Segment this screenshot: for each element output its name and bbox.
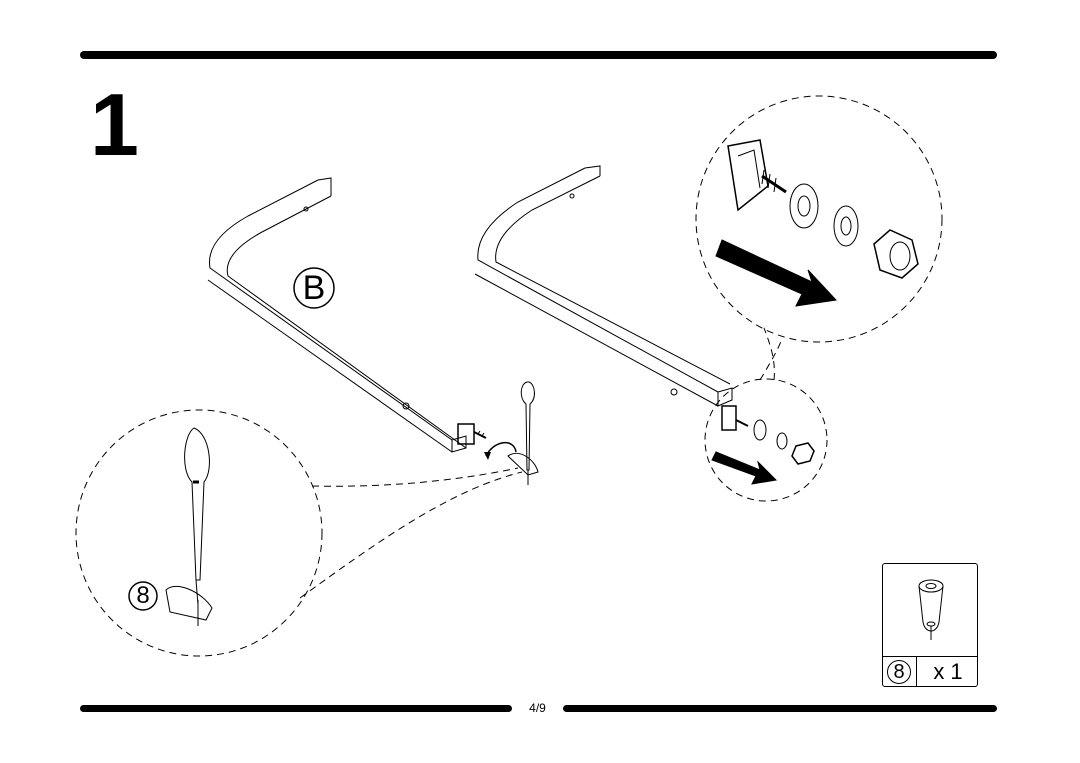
bolt-left	[457, 423, 487, 445]
footer-rule-right	[563, 705, 997, 712]
parts-list-box: 8 x 1	[882, 563, 978, 687]
frame-tube-right	[474, 165, 733, 407]
wrench-large	[165, 427, 213, 626]
tool-callout-marker	[128, 581, 158, 611]
zoom-circle-right-small	[704, 378, 828, 502]
part-b-marker	[293, 267, 335, 309]
zoom-circle-right-large	[695, 95, 943, 343]
zoom-circle-left	[75, 409, 523, 657]
part-number-badge: 8	[887, 660, 911, 684]
socket-wrench-icon	[918, 579, 944, 640]
step-number: 1	[90, 75, 139, 174]
wrench-small	[507, 381, 539, 485]
part-b-label: B	[302, 269, 326, 307]
frame-tube-left	[207, 177, 467, 453]
tool-callout-label: 8	[136, 582, 150, 609]
footer-rule-left	[80, 705, 512, 712]
page-number: 4/9	[529, 701, 546, 715]
header-rule	[80, 51, 997, 59]
part-quantity: x 1	[933, 659, 963, 684]
